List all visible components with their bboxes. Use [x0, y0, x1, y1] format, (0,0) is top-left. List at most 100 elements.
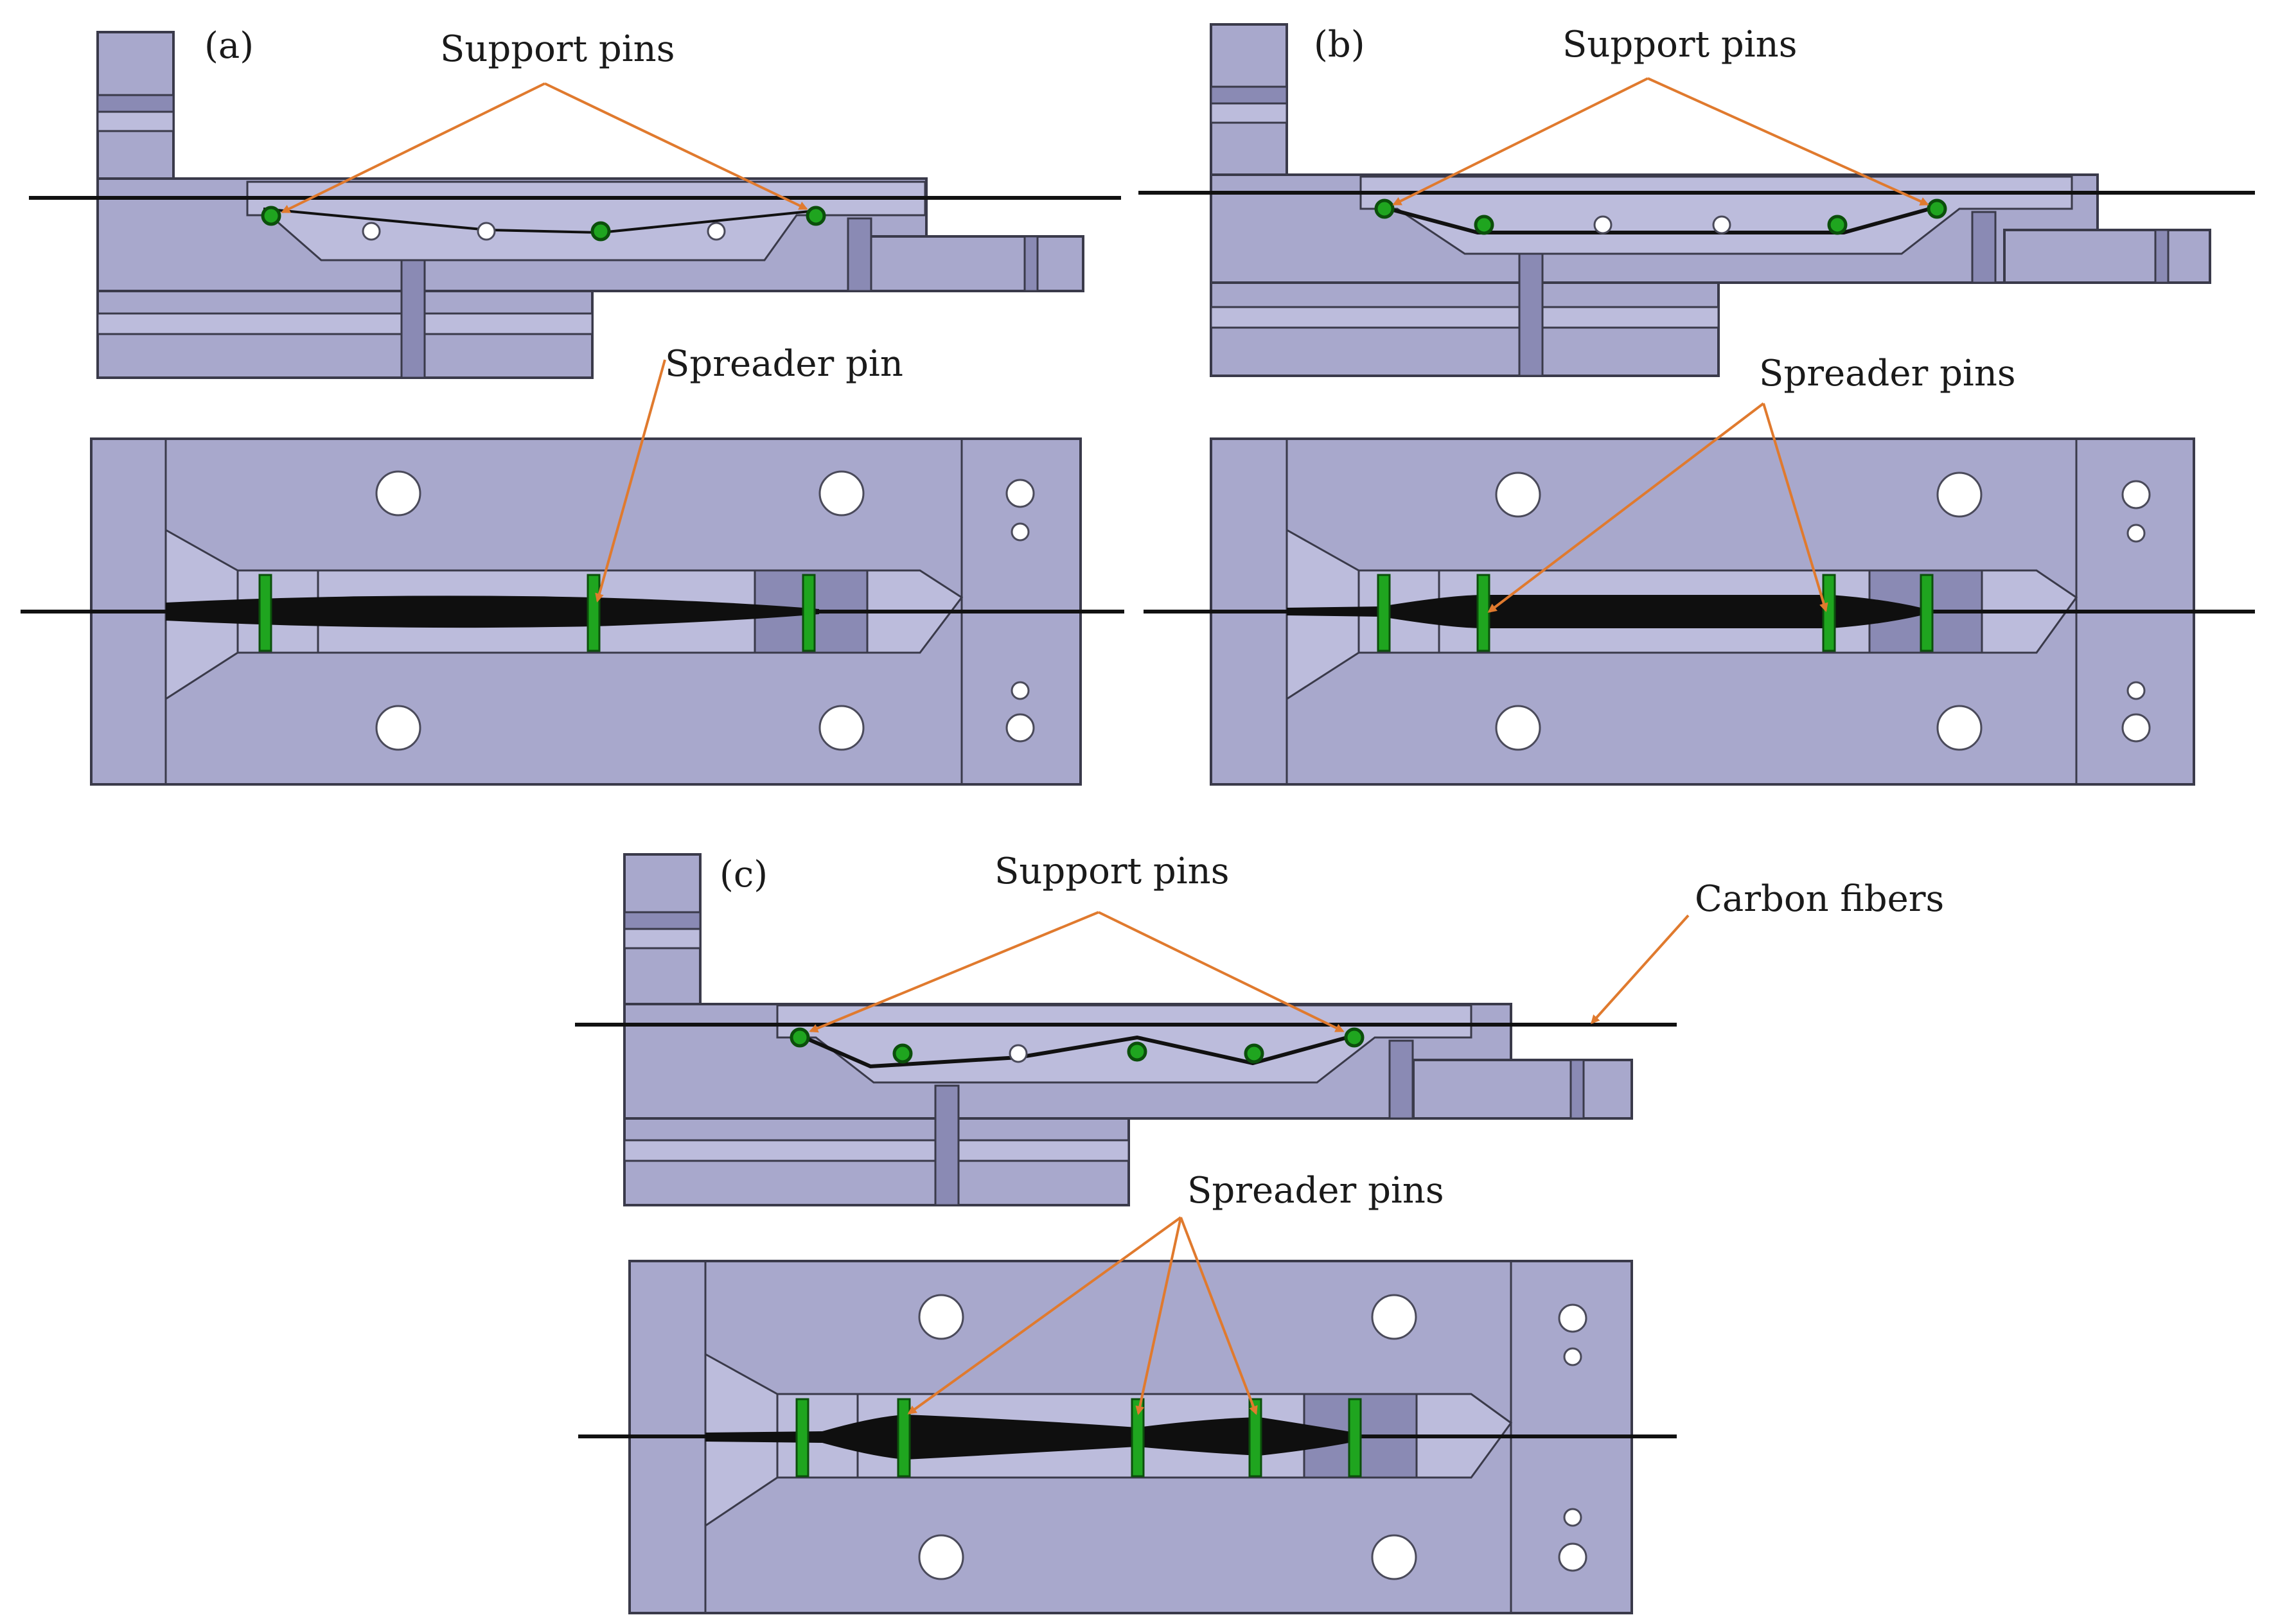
small-hole: [2126, 524, 2146, 543]
mount-hole: [918, 1534, 964, 1580]
arrow: [1180, 1217, 1258, 1415]
small-hole: [1558, 1542, 1587, 1572]
support-pin-hole: [707, 222, 726, 241]
slot: [2154, 229, 2169, 284]
lower-die-body: [1210, 281, 1720, 377]
arrow: [1487, 402, 1765, 613]
spreader-pin-label: Spreader pin: [665, 343, 903, 385]
fiber-bundle: [166, 596, 819, 628]
spreader-pin: [1348, 1398, 1362, 1478]
support-pins-label: Support pins: [994, 851, 1229, 892]
panel-b: (b) Support pins Spreader pins: [1138, 23, 2255, 786]
support-pin-hole: [362, 222, 381, 241]
panel-a-top-view: [21, 437, 1124, 786]
mount-hole: [375, 705, 421, 751]
panel-a: (a) Support pins Spreader pin: [21, 25, 1124, 786]
panel-b-side-view: [1138, 23, 2255, 377]
small-hole: [1563, 1347, 1582, 1366]
lower-band: [96, 312, 594, 335]
fiber-path: [1381, 205, 1938, 234]
mount-hole: [1936, 472, 1983, 518]
small-hole: [1011, 522, 1030, 542]
slot: [400, 256, 426, 379]
upright-band-light: [96, 110, 175, 132]
support-pin-hole: [1593, 215, 1613, 234]
small-hole: [1005, 713, 1035, 743]
spreader-pin: [1476, 574, 1490, 652]
spreader-pin: [1822, 574, 1836, 652]
panel-label: (c): [720, 854, 768, 896]
arrow: [1392, 77, 1648, 206]
spreader-pin: [1920, 574, 1934, 652]
support-pin: [790, 1027, 810, 1048]
fiber-path: [799, 1034, 1355, 1069]
support-pin: [1474, 215, 1494, 235]
spreader-pin: [1377, 574, 1391, 652]
support-pin-hole: [1712, 215, 1731, 234]
mount-hole: [1371, 1294, 1417, 1340]
carbon-fibers-label: Carbon fibers: [1695, 878, 1944, 920]
spreader-pin: [802, 574, 816, 652]
arrow: [1762, 403, 1828, 612]
arrow: [1647, 77, 1929, 206]
arrow: [595, 359, 666, 603]
upright-band: [623, 911, 702, 930]
upright-band: [1210, 85, 1288, 105]
spreader-pins-label: Spreader pins: [1187, 1170, 1444, 1212]
arrow: [809, 911, 1099, 1033]
panel-c-top-view: [578, 1260, 1677, 1614]
slot: [1023, 235, 1039, 292]
support-pin-hole: [1009, 1044, 1028, 1063]
support-pin: [1344, 1027, 1365, 1048]
support-pin: [1374, 199, 1395, 219]
slot: [1388, 1039, 1414, 1120]
spreader-pin: [795, 1398, 809, 1478]
support-pins-label: Support pins: [1562, 24, 1797, 66]
arrow: [1135, 1217, 1182, 1415]
mount-hole: [818, 470, 865, 516]
lower-band: [1210, 306, 1720, 329]
panel-b-top-view: [1144, 437, 2255, 786]
panel-a-side-view: [29, 31, 1121, 379]
arrow: [281, 82, 545, 213]
slot: [847, 217, 872, 292]
small-hole: [1558, 1303, 1587, 1333]
small-hole: [1005, 479, 1035, 508]
slot: [1569, 1059, 1585, 1120]
support-pin: [261, 206, 281, 226]
lower-band: [623, 1139, 1130, 1162]
panel-label: (b): [1314, 24, 1365, 66]
support-pin: [892, 1043, 913, 1064]
spreader-pins-label: Spreader pins: [1759, 353, 2016, 394]
arrow: [1098, 911, 1345, 1032]
panel-c-side-view: [575, 853, 1677, 1206]
mount-hole: [375, 470, 421, 516]
spreader-pin: [258, 574, 272, 652]
right-step: [1412, 1059, 1633, 1120]
arrow: [907, 1216, 1182, 1415]
support-pin: [590, 221, 611, 242]
cavity: [246, 181, 926, 261]
slot: [934, 1084, 960, 1206]
upright-band-light: [623, 928, 702, 949]
upright-band: [96, 94, 175, 113]
slot: [1518, 252, 1544, 377]
support-pin-hole: [477, 222, 496, 241]
support-pin: [1244, 1043, 1264, 1064]
support-pins-label: Support pins: [440, 28, 675, 70]
panel-c: (c) Support pins Carbon fibers Spreader …: [575, 851, 1944, 1614]
fiber-path: [263, 207, 817, 234]
support-pin: [806, 206, 826, 226]
spreader-pin: [1248, 1398, 1262, 1478]
right-step: [860, 235, 1084, 292]
arrow: [1590, 914, 1690, 1025]
small-hole: [1563, 1508, 1582, 1527]
spreader-pin: [1131, 1398, 1145, 1478]
mount-hole: [1936, 705, 1983, 751]
mount-hole: [1495, 705, 1541, 751]
upright-band-light: [1210, 102, 1288, 124]
mount-hole: [918, 1294, 964, 1340]
small-hole: [2121, 713, 2151, 743]
mount-hole: [1495, 472, 1541, 518]
